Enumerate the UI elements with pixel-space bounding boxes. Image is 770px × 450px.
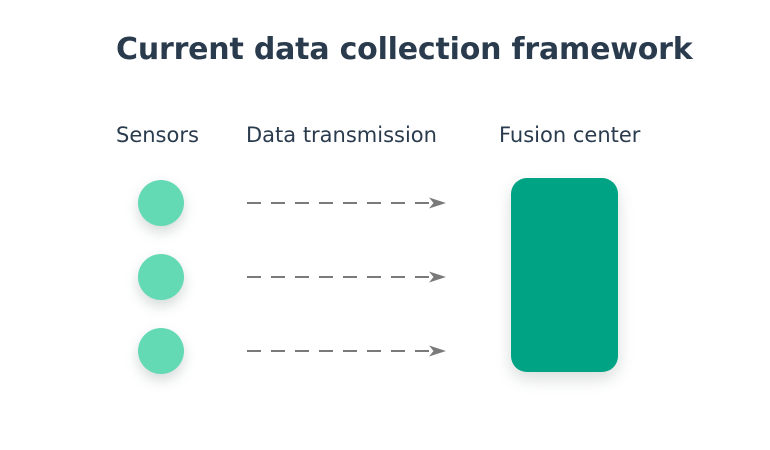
column-header-data-transmission: Data transmission — [246, 123, 437, 147]
transmission-arrow-2 — [246, 268, 448, 286]
sensor-node-2 — [138, 254, 184, 300]
sensor-node-3 — [138, 328, 184, 374]
sensor-node-1 — [138, 180, 184, 226]
column-header-fusion-center: Fusion center — [499, 123, 641, 147]
page-title: Current data collection framework — [116, 32, 693, 67]
fusion-center-block — [511, 178, 618, 372]
column-header-sensors: Sensors — [116, 123, 199, 147]
transmission-arrow-3 — [246, 342, 448, 360]
transmission-arrow-1 — [246, 194, 448, 212]
